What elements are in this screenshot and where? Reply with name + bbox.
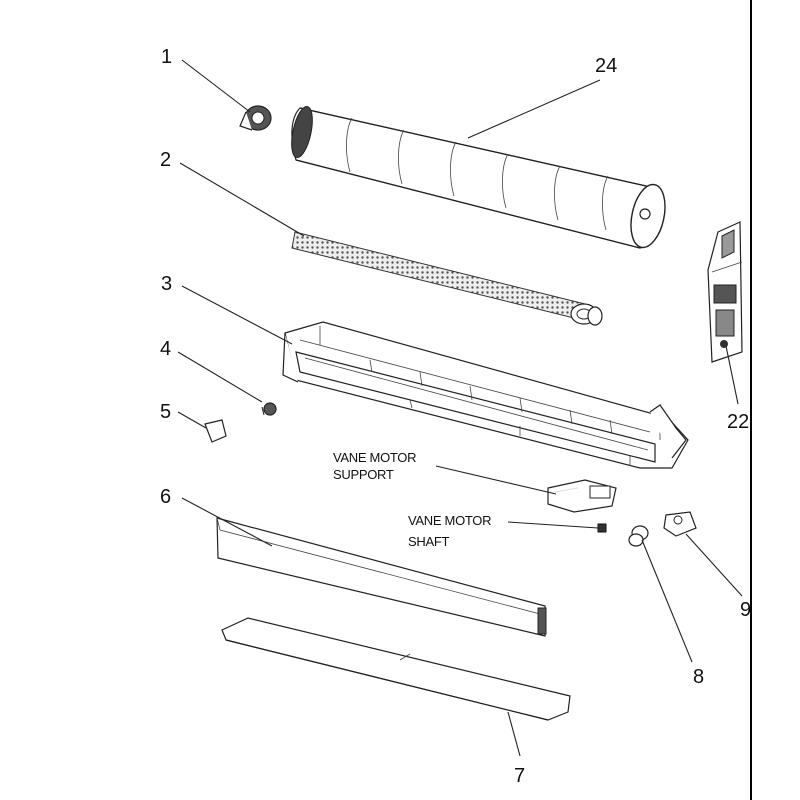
- fan-bearing-mount: [239, 105, 272, 131]
- callout-22: 22: [727, 411, 749, 433]
- callout-6: 6: [160, 486, 171, 508]
- callout-9: 9: [740, 599, 751, 621]
- leader-lines: [177, 59, 743, 757]
- vane-motor-support-label-line2: SUPPORT: [333, 467, 394, 482]
- vane-motor-shaft-label-line2: SHAFT: [408, 534, 449, 549]
- callout-5: 5: [160, 401, 171, 423]
- page-edge: [750, 0, 800, 800]
- vane-motor: [663, 511, 697, 537]
- clip: [204, 419, 227, 443]
- horizontal-vane: [216, 517, 547, 637]
- electrical-box: [707, 221, 743, 363]
- callout-4: 4: [160, 338, 171, 360]
- callout-3: 3: [161, 273, 172, 295]
- screw: [261, 402, 277, 416]
- callout-24: 24: [595, 55, 617, 77]
- vane-motor-shaft-label-line1: VANE MOTOR: [408, 513, 491, 528]
- nozzle-assembly: [282, 321, 689, 469]
- callout-7: 7: [514, 765, 525, 787]
- vane-bushing: [628, 525, 649, 547]
- cross-flow-fan: [291, 105, 666, 249]
- callout-8: 8: [693, 666, 704, 688]
- intake-grille: [221, 617, 571, 721]
- vane-motor-support-label-line1: VANE MOTOR: [333, 450, 416, 465]
- vane-motor-shaft: [597, 523, 607, 533]
- drain-hose-pipe: [291, 231, 603, 326]
- callout-2: 2: [160, 149, 171, 171]
- vane-motor-support: [547, 479, 617, 513]
- callout-1: 1: [161, 46, 172, 68]
